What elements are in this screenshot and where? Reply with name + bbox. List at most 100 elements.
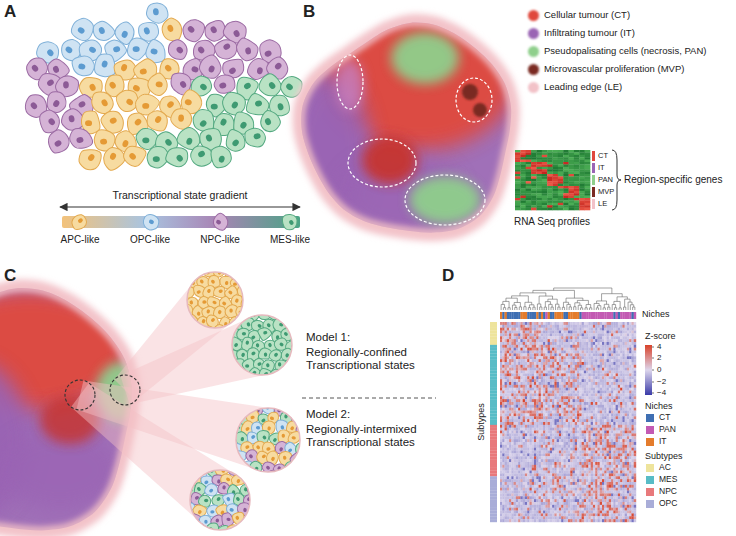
heatmap-cell bbox=[554, 328, 556, 331]
heatmap-cell bbox=[527, 339, 529, 342]
heatmap-cell bbox=[573, 353, 575, 356]
heatmap-cell bbox=[613, 339, 615, 342]
heatmap-cell bbox=[585, 160, 591, 163]
heatmap-cell bbox=[536, 325, 538, 328]
heatmap-cell bbox=[611, 336, 613, 339]
cell bbox=[170, 108, 192, 130]
heatmap-cell bbox=[536, 356, 538, 359]
heatmap-cell bbox=[511, 342, 513, 345]
heatmap-cell bbox=[557, 348, 559, 351]
heatmap-cell bbox=[609, 333, 611, 336]
heatmap-cell bbox=[569, 167, 575, 170]
heatmap-cell bbox=[579, 157, 585, 160]
heatmap-cell bbox=[563, 164, 569, 167]
heatmap-cell bbox=[579, 353, 581, 356]
heatmap-cell bbox=[548, 348, 550, 351]
heatmap-cell bbox=[618, 345, 620, 348]
heatmap-cell bbox=[579, 351, 581, 354]
heatmap-cell bbox=[582, 345, 584, 348]
heatmap-cell bbox=[534, 342, 536, 345]
heatmap-cell bbox=[518, 345, 520, 348]
bracket bbox=[612, 150, 621, 210]
cell bbox=[288, 469, 304, 485]
heatmap-cell bbox=[582, 342, 584, 345]
heatmap-cell bbox=[588, 348, 590, 351]
heatmap-cell bbox=[531, 152, 537, 155]
heatmap-cell bbox=[552, 333, 554, 336]
cell-body bbox=[236, 265, 249, 279]
heatmap-cell bbox=[622, 351, 624, 354]
heatmap-cell bbox=[529, 328, 531, 331]
heatmap-cell bbox=[543, 348, 545, 351]
heatmap-cell bbox=[545, 322, 547, 325]
heatmap-cell bbox=[604, 322, 606, 325]
heatmap-cell bbox=[536, 150, 542, 153]
heatmap-cell bbox=[579, 160, 585, 163]
heatmap-cell bbox=[559, 348, 561, 351]
heatmap-cell bbox=[577, 356, 579, 359]
heatmap-cell bbox=[611, 353, 613, 356]
heatmap-cell bbox=[558, 169, 564, 172]
heatmap-cell bbox=[558, 184, 564, 187]
heatmap-cell bbox=[597, 348, 599, 351]
heatmap-cell bbox=[527, 351, 529, 354]
heatmap-cell bbox=[604, 351, 606, 354]
heatmap-cell bbox=[515, 152, 521, 155]
cell-nucleus bbox=[296, 352, 301, 357]
heatmap-cell bbox=[526, 164, 532, 167]
cell bbox=[211, 212, 231, 232]
heatmap-cell bbox=[511, 345, 513, 348]
heatmap-cell bbox=[593, 322, 595, 325]
cell-nucleus bbox=[193, 270, 198, 275]
heatmap-cell bbox=[602, 353, 604, 356]
heatmap-cell bbox=[543, 342, 545, 345]
cell-nucleus bbox=[197, 529, 202, 533]
heatmap-cell bbox=[543, 325, 545, 328]
heatmap-cell bbox=[616, 331, 618, 334]
cell-nucleus bbox=[234, 465, 239, 470]
heatmap-cell bbox=[516, 325, 518, 328]
heatmap-cell bbox=[534, 325, 536, 328]
heatmap-cell bbox=[611, 328, 613, 331]
heatmap-cell bbox=[627, 342, 629, 345]
heatmap-cell bbox=[500, 348, 502, 351]
heatmap-cell bbox=[532, 328, 534, 331]
heatmap-cell bbox=[531, 160, 537, 163]
heatmap-cell bbox=[515, 179, 521, 182]
heatmap-cell bbox=[609, 322, 611, 325]
heatmap-cell bbox=[515, 200, 521, 203]
heatmap-cell bbox=[629, 339, 631, 342]
heatmap-cell bbox=[552, 348, 554, 351]
heatmap-cell bbox=[536, 157, 542, 160]
heatmap-cell bbox=[604, 345, 606, 348]
heatmap-cell bbox=[514, 351, 516, 354]
heatmap-cell bbox=[620, 328, 622, 331]
heatmap-cell bbox=[539, 342, 541, 345]
heatmap-cell bbox=[591, 351, 593, 354]
heatmap-cell bbox=[575, 322, 577, 325]
heatmap-cell bbox=[526, 196, 532, 199]
heatmap-cell bbox=[525, 353, 527, 356]
heatmap-cell bbox=[507, 328, 509, 331]
heatmap-cell bbox=[620, 331, 622, 334]
heatmap-cell bbox=[622, 325, 624, 328]
heatmap-cell bbox=[604, 331, 606, 334]
heatmap-cell bbox=[532, 353, 534, 356]
heatmap-cell bbox=[550, 331, 552, 334]
heatmap-cell bbox=[520, 345, 522, 348]
heatmap-cell bbox=[534, 331, 536, 334]
heatmap-cell bbox=[541, 331, 543, 334]
heatmap-cell bbox=[574, 174, 580, 177]
heatmap-cell bbox=[563, 196, 569, 199]
heatmap-cell bbox=[634, 333, 636, 336]
heatmap-cell bbox=[554, 348, 556, 351]
cell-nucleus bbox=[300, 446, 304, 451]
heatmap-cell bbox=[588, 336, 590, 339]
heatmap-cell bbox=[579, 342, 581, 345]
heatmap-cell bbox=[593, 339, 595, 342]
heatmap-cell bbox=[536, 186, 542, 189]
heatmap-cell bbox=[559, 328, 561, 331]
heatmap-cell bbox=[577, 353, 579, 356]
heatmap-cell bbox=[575, 356, 577, 359]
heatmap-cell bbox=[629, 348, 631, 351]
